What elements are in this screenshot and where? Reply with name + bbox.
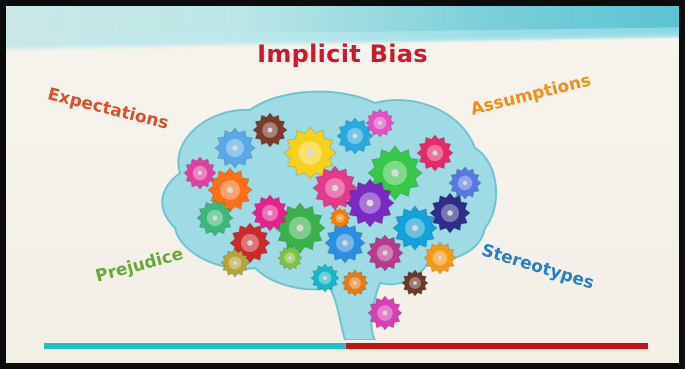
gear-pin [353,281,357,285]
gear-pin [233,261,237,265]
gear-pin [382,250,388,256]
gear-brain-icon [161,90,498,340]
gear-pin [232,145,238,151]
gear-pin [306,149,314,157]
gear-pin [296,224,304,232]
gear-pin [352,133,358,139]
gear-pin [366,199,374,207]
gear-pin [267,210,273,216]
gear-pin [331,184,339,192]
gear-pin [462,180,468,186]
gear-pin [391,169,399,177]
slide-title: Implicit Bias [257,40,428,68]
gear-pin [447,210,453,216]
gear-pin [413,281,417,285]
gear-pin [338,216,342,220]
gear-pin [197,170,203,176]
gear-pin [212,215,218,221]
gear-pin [288,256,292,260]
gear-pin [323,276,327,280]
gear-pin [342,240,348,246]
gear-pin [432,150,438,156]
accent-bar-red [346,343,648,349]
gear-pin [247,240,253,246]
gear-pin [411,224,419,232]
gear-pin [378,121,382,125]
gear-pin [267,127,273,133]
gear-cluster [183,108,482,331]
gear-pin [437,255,443,261]
accent-bar-teal [44,343,346,349]
gear-pin [382,310,388,316]
gear-pin [226,186,234,194]
